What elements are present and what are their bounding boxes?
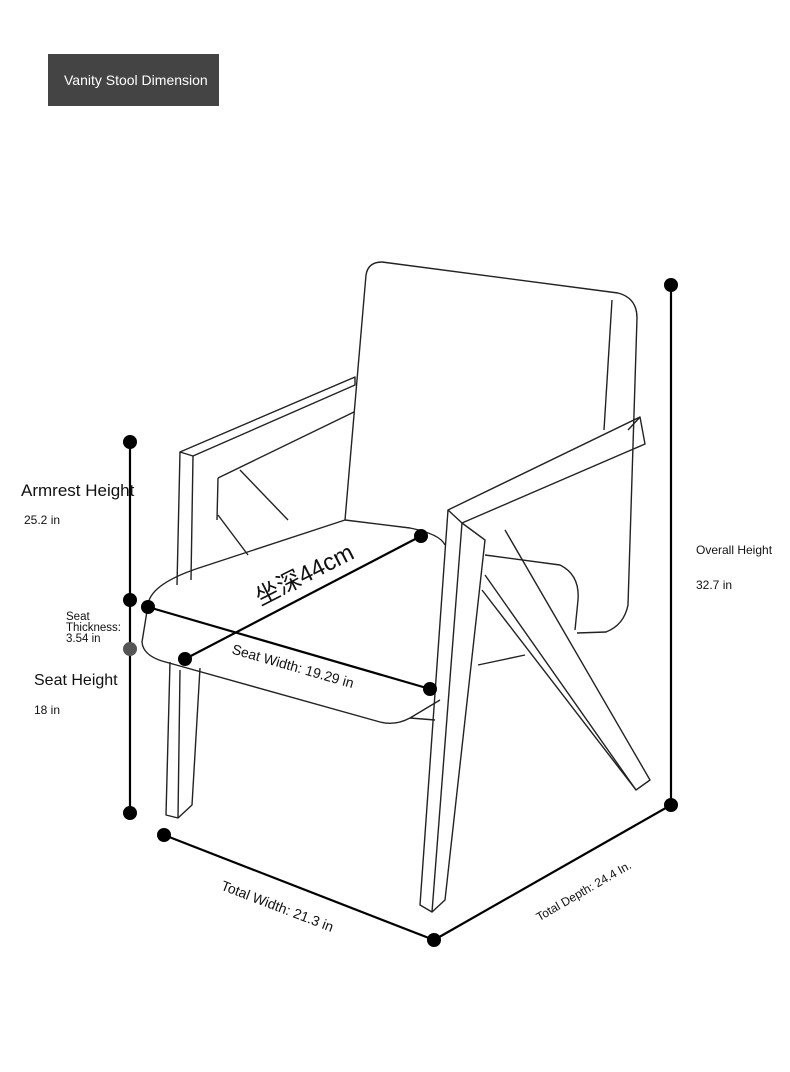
seat-height-value: 18 in	[34, 703, 61, 717]
dot-front-corner	[427, 933, 441, 947]
chair-backrest	[344, 261, 638, 634]
seat-height-label: Seat Height	[34, 672, 118, 689]
seat-thickness-label-1: Seat	[66, 611, 90, 623]
chair-right-armrest-and-leg	[409, 416, 651, 913]
dot-armrest-top	[123, 435, 137, 449]
dot-seat-width-left	[141, 600, 155, 614]
seat-thickness-value: 3.54 in	[66, 633, 101, 645]
overall-height-value: 32.7 in	[696, 578, 733, 592]
chair-seat	[141, 519, 579, 725]
dot-seat-width-right	[423, 682, 437, 696]
dot-width-left	[157, 828, 171, 842]
dot-seat-top	[123, 593, 137, 607]
overall-height-label: Overall Height	[696, 543, 773, 557]
dot-seat-depth-back	[414, 529, 428, 543]
seat-depth-line	[184, 535, 422, 660]
dot-overall-top	[664, 278, 678, 292]
dot-floor-left	[123, 806, 137, 820]
dot-seat-depth-front	[178, 652, 192, 666]
seat-width-line	[147, 605, 431, 691]
seat-thickness-label-2: Thickness:	[66, 622, 121, 634]
armrest-height-value: 25.2 in	[24, 513, 61, 527]
armrest-height-label: Armrest Height	[21, 481, 135, 500]
chair-left-armrest	[176, 376, 356, 586]
dot-seat-bottom	[123, 642, 137, 656]
total-depth-line	[433, 804, 672, 941]
chair-left-front-leg	[165, 661, 201, 819]
dot-overall-bottom	[664, 798, 678, 812]
title-banner: Vanity Stool Dimension	[48, 54, 219, 106]
total-width-line	[163, 833, 435, 942]
